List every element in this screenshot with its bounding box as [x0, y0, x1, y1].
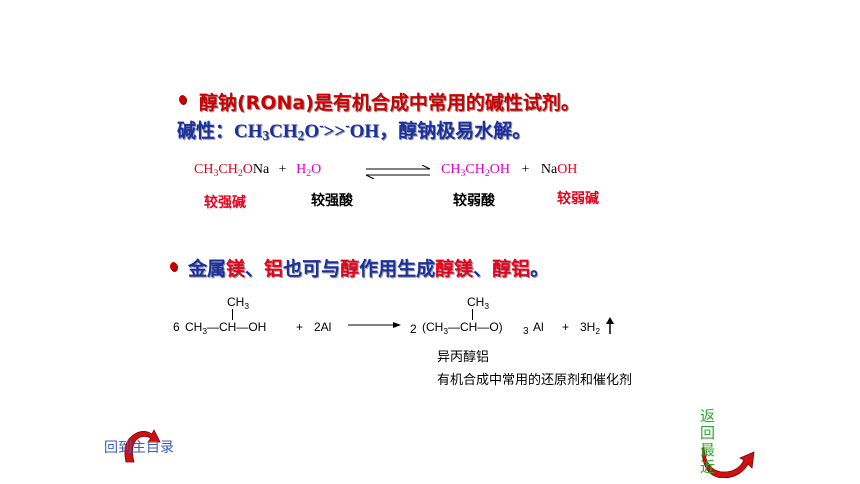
- ethoxide-formula: CH3CH2O-: [234, 117, 324, 143]
- product-aluminum: Al: [533, 320, 544, 334]
- product-hydrogen: 3H2: [580, 320, 601, 336]
- comparison-symbol: >>: [323, 121, 346, 142]
- reactant-aluminum: 2Al: [314, 320, 332, 334]
- equation-products: CH3CH2OH + NaOH: [441, 162, 577, 179]
- product-ch3-branch: CH3: [467, 295, 490, 311]
- product-subscript: 3: [523, 326, 529, 337]
- back-to-main-button[interactable]: 回到主目录: [104, 426, 204, 466]
- plus-sign: +: [278, 162, 287, 177]
- product-ethanol: CH3CH2OH: [441, 162, 510, 179]
- reactant-na: Na: [252, 162, 270, 177]
- equation-hydrolysis: CH3CH2ONa + H2O: [194, 162, 321, 179]
- back-to-main-label: 回到主目录: [104, 439, 174, 455]
- reactant-sodium-ethoxide: CH3CH2O: [194, 162, 253, 179]
- plus-sign: +: [521, 162, 530, 177]
- reactant-ch3-branch: CH3: [227, 295, 250, 311]
- return-recent-button[interactable]: 返 回 最 近: [700, 408, 756, 484]
- basicity-suffix: ，醇钠极易水解。: [379, 120, 532, 142]
- reaction-arrow-icon: [348, 322, 401, 328]
- label-stronger-base: 较强碱: [204, 195, 246, 211]
- product-use-label: 有机合成中常用的还原剂和催化剂: [437, 372, 633, 387]
- bullet-icon: [170, 262, 177, 271]
- product-coefficient: 2: [410, 322, 417, 336]
- product-na: Na: [540, 162, 558, 177]
- u-turn-arrow-icon: [124, 429, 161, 463]
- bullet-icon: [179, 95, 186, 104]
- return-arrow-icon: [702, 447, 755, 478]
- return-recent-label: 返 回 最 近: [700, 408, 716, 476]
- bond-line: [472, 309, 473, 320]
- product-isopropoxide: (CH3—CH—O): [422, 320, 503, 336]
- reactant-water: H2O: [296, 162, 322, 179]
- heading-sodium-alkoxide: 醇钠(RONa)是有机合成中常用的碱性试剂。: [199, 92, 580, 114]
- reactant-isopropanol: CH3—CH—OH: [185, 320, 267, 336]
- label-weaker-acid: 较弱酸: [453, 193, 495, 209]
- hydroxide-formula: -OH: [345, 117, 380, 142]
- product-oh: OH: [557, 162, 578, 177]
- equilibrium-arrow-icon: [365, 165, 431, 179]
- reactant-coefficient: 6: [173, 320, 180, 334]
- label-weaker-base: 较弱碱: [557, 191, 599, 207]
- gas-up-arrow-icon: [606, 317, 614, 334]
- bond-line: [232, 309, 233, 320]
- basicity-statement: 碱性：CH3CH2O->>-OH，醇钠极易水解。: [177, 116, 531, 144]
- product-name-label: 异丙醇铝: [437, 349, 490, 364]
- basicity-prefix: 碱性：: [177, 120, 235, 142]
- label-stronger-acid: 较强酸: [311, 193, 353, 209]
- plus-sign: +: [296, 320, 304, 334]
- plus-sign: +: [562, 320, 570, 334]
- heading-metal-alkoxide: 金属镁、铝也可与醇作用生成醇镁、醇铝。: [188, 258, 550, 280]
